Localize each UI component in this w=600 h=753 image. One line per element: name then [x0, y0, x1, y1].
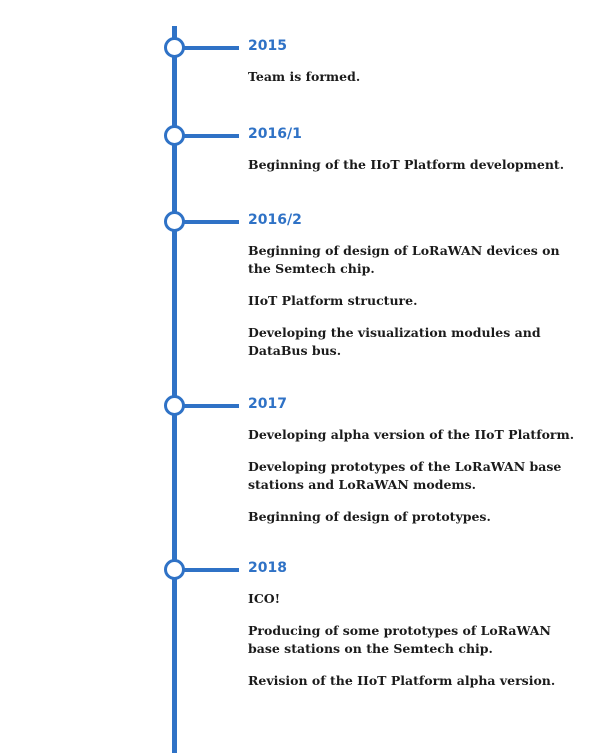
- milestone-events: Beginning of design of LoRaWAN devices o…: [248, 242, 578, 374]
- milestone-events: Team is formed.: [248, 68, 578, 100]
- milestone-event: Revision of the IIoT Platform alpha vers…: [248, 673, 556, 688]
- milestone-connector: [182, 46, 239, 50]
- milestone-connector: [182, 134, 239, 138]
- milestone-connector: [182, 220, 239, 224]
- milestone-year: 2016/2: [248, 212, 302, 228]
- milestone-event: Developing the visualization modules and…: [248, 325, 541, 358]
- milestone-events: ICO! Producing of some prototypes of LoR…: [248, 590, 578, 704]
- milestone-event: Beginning of design of LoRaWAN devices o…: [248, 243, 560, 276]
- milestone-event: Producing of some prototypes of LoRaWAN …: [248, 623, 551, 656]
- milestone-event: IIoT Platform structure.: [248, 293, 418, 308]
- milestone-event: Beginning of design of prototypes.: [248, 509, 491, 524]
- milestone-event: Team is formed.: [248, 69, 361, 84]
- timeline-vertical-line: [172, 26, 177, 753]
- milestone-year: 2015: [248, 38, 287, 54]
- milestone-events: Developing alpha version of the IIoT Pla…: [248, 426, 578, 540]
- milestone-year: 2017: [248, 396, 287, 412]
- milestone-event: ICO!: [248, 591, 281, 606]
- milestone-connector: [182, 404, 239, 408]
- milestone-year: 2016/1: [248, 126, 302, 142]
- milestone-year: 2018: [248, 560, 287, 576]
- milestone-event: Beginning of the IIoT Platform developme…: [248, 157, 565, 172]
- milestone-connector: [182, 568, 239, 572]
- milestone-event: Developing alpha version of the IIoT Pla…: [248, 427, 575, 442]
- milestone-event: Developing prototypes of the LoRaWAN bas…: [248, 459, 562, 492]
- milestone-events: Beginning of the IIoT Platform developme…: [248, 156, 578, 188]
